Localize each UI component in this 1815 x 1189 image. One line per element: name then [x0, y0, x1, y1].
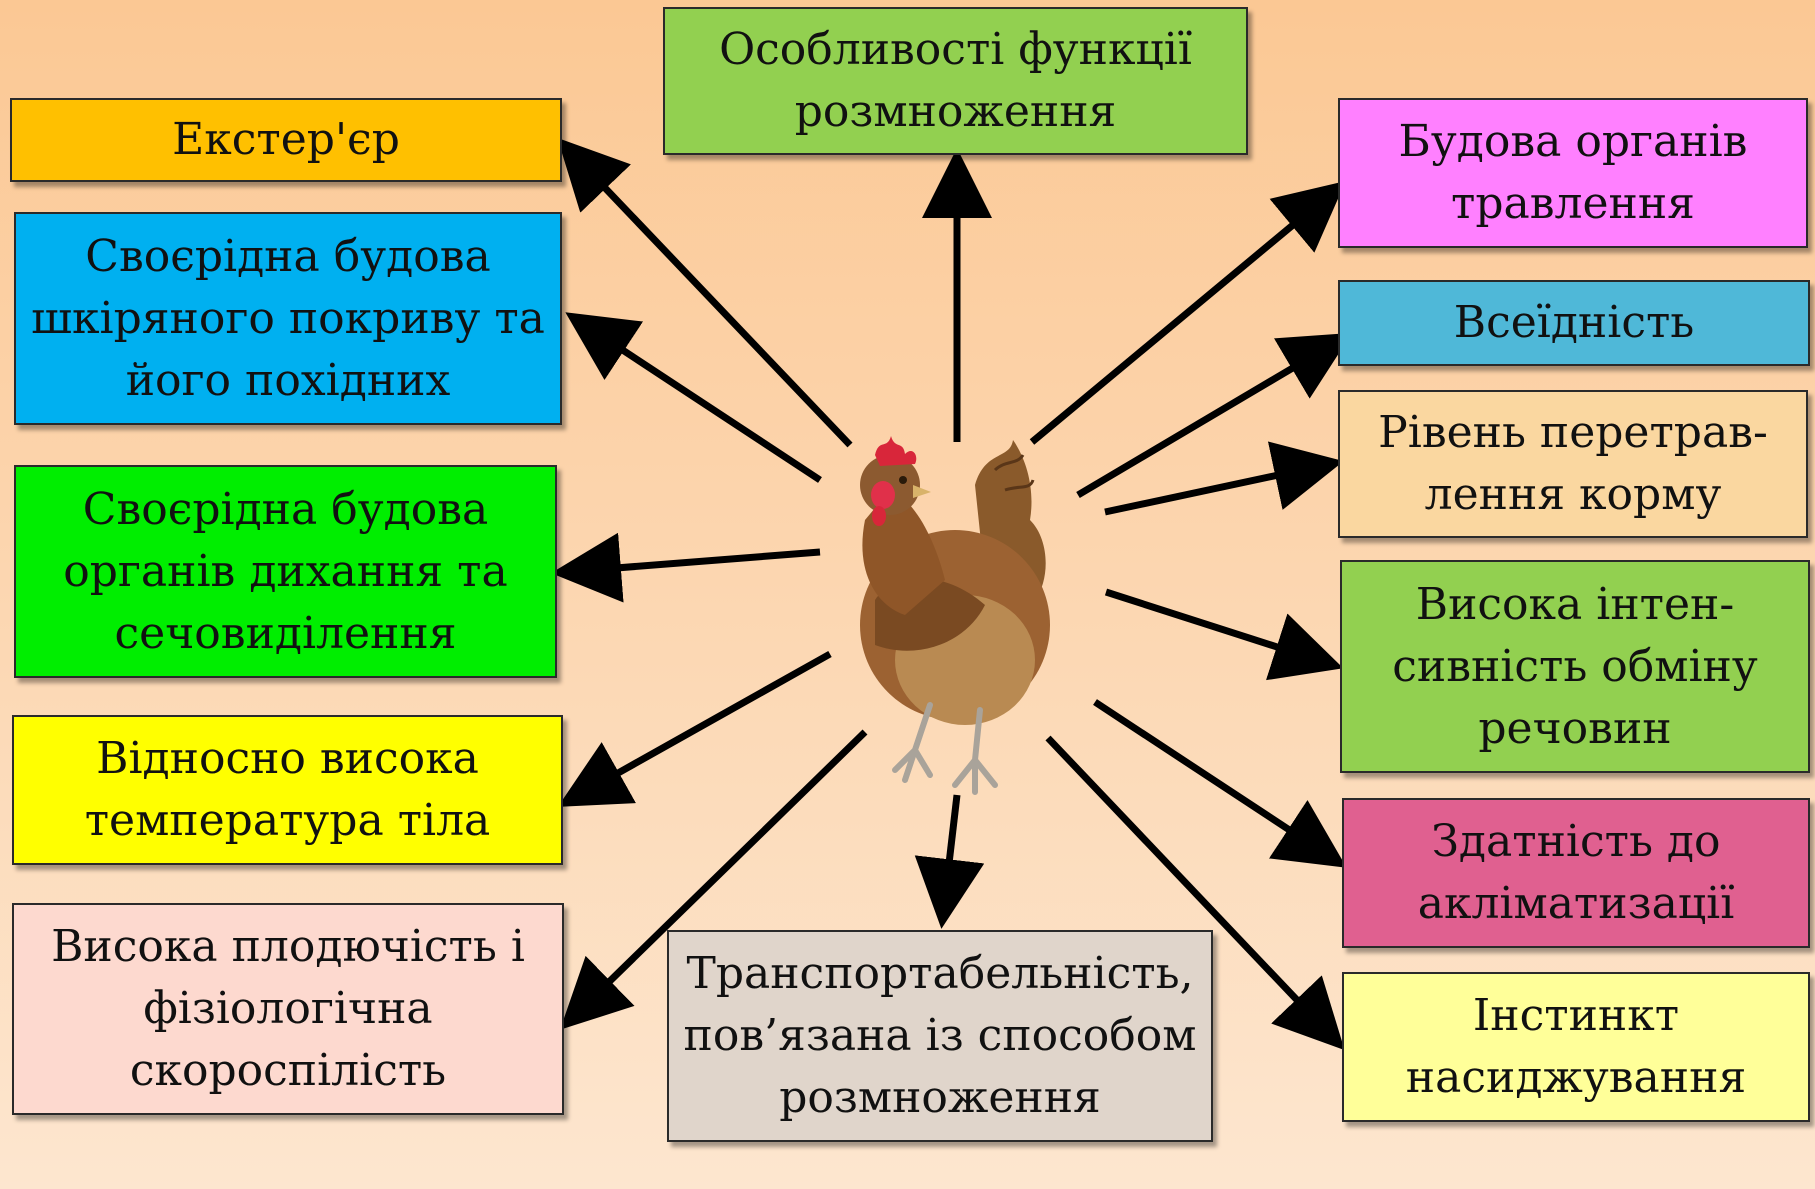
arrow-r3	[1105, 464, 1330, 512]
box-l3: Своєрідна будова органів дихання та сечо…	[14, 465, 557, 678]
box-bottom: Транспортабельність, пов’язана із способ…	[667, 930, 1213, 1142]
arrow-l1	[567, 148, 850, 445]
hen-icon	[835, 430, 1075, 800]
box-r1-text: Будова органів травлення	[1350, 111, 1796, 235]
box-r1: Будова органів травлення	[1338, 98, 1808, 248]
arrow-l2	[577, 320, 820, 480]
box-l1: Екстер'єр	[10, 98, 562, 182]
arrow-bottom	[943, 795, 957, 915]
box-r6: Інстинкт насиджування	[1342, 972, 1810, 1122]
box-top: Особливості функції розмноження	[663, 7, 1248, 155]
box-r3: Рівень перетрав-лення корму	[1338, 390, 1808, 538]
box-l5: Висока плодючість і фізіологічна скоросп…	[12, 903, 564, 1115]
box-top-text: Особливості функції розмноження	[675, 19, 1236, 143]
box-r2: Всеїдність	[1338, 280, 1810, 366]
box-r4: Висока інтен-сивність обміну речовин	[1340, 560, 1810, 773]
box-r2-text: Всеїдність	[1454, 292, 1695, 354]
arrow-r4	[1106, 592, 1330, 664]
box-bottom-text: Транспортабельність, пов’язана із способ…	[679, 943, 1201, 1129]
box-l1-text: Екстер'єр	[172, 109, 400, 171]
box-l2: Своєрідна будова шкіряного покриву та йо…	[14, 212, 562, 425]
box-r4-text: Висока інтен-сивність обміну речовин	[1352, 574, 1798, 760]
arrow-l3	[565, 552, 820, 572]
arrow-r1	[1032, 190, 1335, 442]
box-l4: Відносно висока температура тіла	[12, 715, 563, 865]
arrow-l4	[570, 654, 830, 800]
box-l2-text: Своєрідна будова шкіряного покриву та йо…	[26, 226, 550, 412]
box-r3-text: Рівень перетрав-лення корму	[1350, 402, 1796, 526]
box-r5: Здатність до акліматизації	[1342, 798, 1810, 948]
arrow-r5	[1095, 702, 1335, 860]
box-l3-text: Своєрідна будова органів дихання та сечо…	[26, 479, 545, 665]
box-l5-text: Висока плодючість і фізіологічна скоросп…	[24, 916, 552, 1102]
box-l4-text: Відносно висока температура тіла	[24, 728, 551, 852]
box-r6-text: Інстинкт насиджування	[1354, 985, 1798, 1109]
box-r5-text: Здатність до акліматизації	[1354, 811, 1798, 935]
